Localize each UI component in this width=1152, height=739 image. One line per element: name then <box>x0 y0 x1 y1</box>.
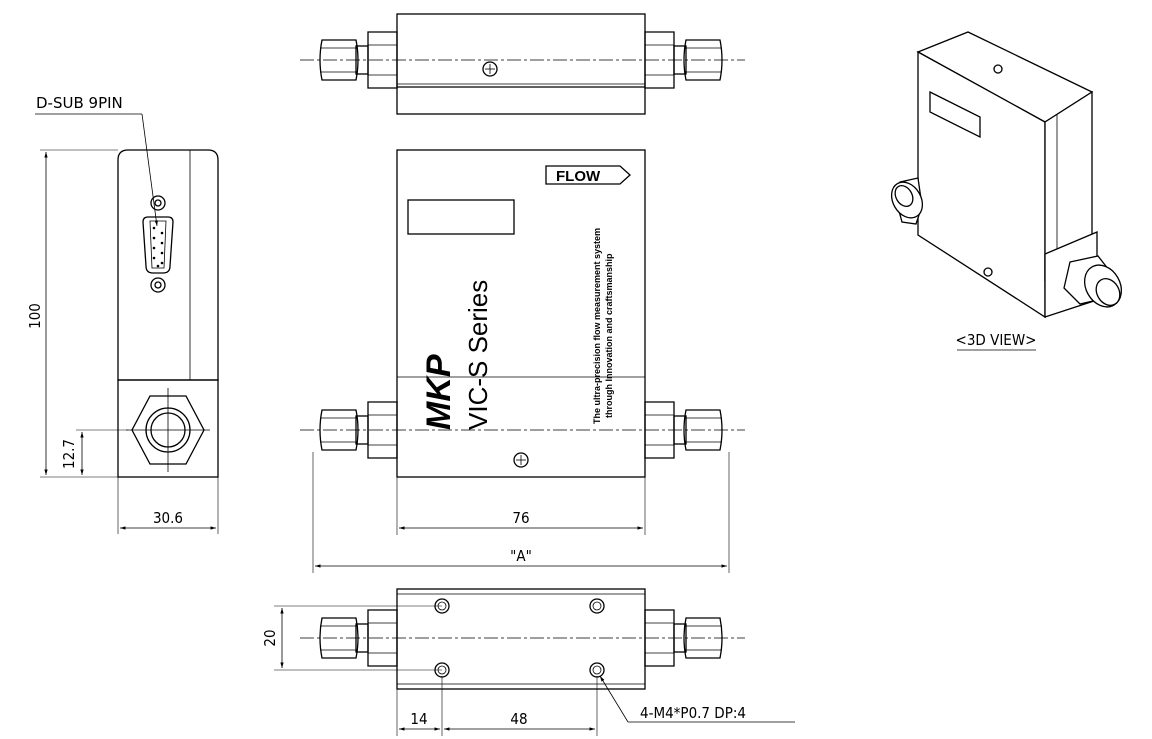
front-view: FLOW MKP VIC-S Series The ultra-precisio… <box>300 149 745 478</box>
dim-overall-length: "A" <box>312 452 730 573</box>
top-view <box>300 13 745 115</box>
dim-width: 30.6 <box>117 477 219 534</box>
screw-icon <box>993 64 1003 74</box>
connector-label: D-SUB 9PIN <box>36 94 123 112</box>
side-view <box>117 149 219 478</box>
flow-label: FLOW <box>556 168 601 185</box>
display-window <box>407 199 515 235</box>
fitting-left <box>319 609 398 667</box>
tagline-line-1: The ultra-precision flow measurement sys… <box>592 228 602 424</box>
dim-width-label: 30.6 <box>153 509 183 527</box>
iso-view <box>890 31 1123 319</box>
dim-port-height: 12.7 <box>60 429 128 475</box>
dim-mount-width: 20 <box>261 605 442 671</box>
tagline-line-2: through Innovation and craftsmanship <box>604 253 614 418</box>
dim-hole-pitch-label: 48 <box>510 710 527 728</box>
bottom-view <box>300 588 745 690</box>
fitting-right <box>644 401 723 459</box>
dim-overall-length-label: "A" <box>510 547 532 565</box>
holes-leader: 4-M4*P0.7 DP:4 <box>599 675 795 723</box>
dim-mount-width-label: 20 <box>261 629 279 646</box>
iso-view-caption: <3D VIEW> <box>956 331 1037 351</box>
brand-logo: MKP <box>420 354 458 430</box>
dsub-connector <box>142 195 174 293</box>
dim-hole-offset-label: 14 <box>410 710 427 728</box>
flow-arrow-tag: FLOW <box>545 165 631 185</box>
dim-port-height-label: 12.7 <box>60 439 78 469</box>
screw-icon <box>482 61 498 77</box>
series-name: VIC-S Series <box>463 280 493 430</box>
fitting-right <box>644 31 723 89</box>
dim-height: 100 <box>26 149 118 478</box>
dim-height-label: 100 <box>26 303 44 329</box>
fitting-left <box>319 401 398 459</box>
dim-hole-offsets: 14 48 <box>396 676 598 736</box>
fitting-right <box>644 609 723 667</box>
screw-icon <box>983 267 993 277</box>
dim-body-length: 76 <box>396 477 646 535</box>
iso-display-window <box>929 90 981 139</box>
dim-body-length-label: 76 <box>512 509 529 527</box>
connector-leader: D-SUB 9PIN <box>35 94 158 227</box>
screw-icon <box>513 452 529 468</box>
iso-fitting-right <box>1063 255 1123 308</box>
iso-fitting-left <box>890 177 924 225</box>
view-3d-label: <3D VIEW> <box>956 331 1037 349</box>
holes-label: 4-M4*P0.7 DP:4 <box>640 704 746 722</box>
fitting-left <box>319 31 398 89</box>
